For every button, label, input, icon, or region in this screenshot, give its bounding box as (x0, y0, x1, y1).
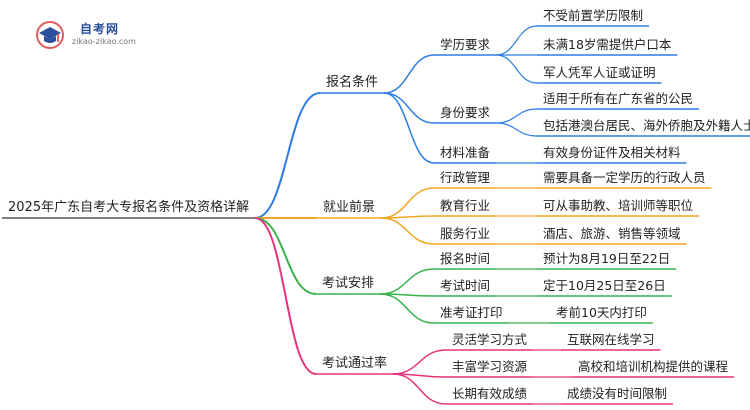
leaf-all-citizens: 适用于所有在广东省的公民 (543, 91, 694, 106)
sub-registration-time-connector (380, 268, 435, 295)
sub-education-industry: 教育行业 (440, 198, 491, 213)
leaf-id-documents: 有效身份证件及相关材料 (543, 145, 681, 160)
branch-pass-rate-connector (254, 217, 317, 375)
sub-materials-connector (383, 92, 435, 164)
branch-schedule-connector (254, 217, 317, 295)
leaf-military: 军人凭军人证或证明 (543, 65, 656, 80)
sub-flexible-learning-connector (393, 349, 447, 375)
leaf-courses: 高校和培训机构提供的课程 (578, 359, 729, 374)
branch-requirements: 报名条件 (326, 75, 379, 90)
root-topic: 2025年广东自考大专报名条件及资格详解 (8, 200, 250, 215)
sub-admin: 行政管理 (440, 170, 491, 185)
sub-identity-requirement: 身份要求 (440, 105, 491, 120)
sub-admin-connector (381, 187, 435, 219)
sub-exam-time: 考试时间 (440, 278, 491, 293)
sub-education-requirement: 学历要求 (440, 37, 491, 52)
leaf-all-citizens-connector (496, 108, 538, 124)
sub-flexible-learning: 灵活学习方式 (452, 332, 528, 347)
mortarboard-logo-icon (36, 21, 64, 49)
logo-url: zikao-zikao.com (72, 37, 136, 46)
site-logo: 自考网 zikao-zikao.com (30, 18, 150, 50)
leaf-print-ticket: 考前10天内打印 (556, 305, 647, 320)
logo-title: 自考网 (80, 22, 120, 36)
leaf-no-prior-education-connector (495, 25, 538, 56)
branch-career: 就业前景 (323, 200, 376, 215)
sub-materials: 材料准备 (440, 145, 491, 160)
sub-long-term-scores-connector (393, 373, 447, 405)
sub-service-connector (381, 217, 435, 245)
leaf-hotel-tourism: 酒店、旅游、销售等领域 (543, 226, 681, 241)
sub-long-term-scores: 长期有效成绩 (452, 386, 528, 401)
sub-admission-ticket: 准考证打印 (440, 305, 503, 320)
leaf-tutor: 可从事助教、培训师等职位 (543, 198, 694, 213)
leaf-no-prior-education: 不受前置学历限制 (543, 8, 644, 23)
leaf-overseas: 包括港澳台居民、海外侨胞及外籍人士 (543, 118, 750, 133)
sub-learning-resources: 丰富学习资源 (452, 359, 528, 374)
branch-requirements-connector (254, 92, 321, 219)
branch-schedule: 考试安排 (322, 276, 375, 291)
leaf-registration-dates: 预计为8月19日至22日 (543, 251, 671, 266)
leaf-online-learning: 互联网在线学习 (567, 332, 655, 347)
sub-education-requirement-connector (383, 54, 435, 94)
leaf-under-18: 未满18岁需提供户口本 (543, 37, 672, 52)
sub-admission-ticket-connector (380, 293, 435, 324)
leaf-exam-dates: 定于10月25日至26日 (543, 278, 666, 293)
sub-registration-time: 报名时间 (440, 251, 491, 266)
sub-identity-requirement-connector (383, 92, 435, 124)
branch-pass-rate: 考试通过率 (322, 356, 388, 371)
leaf-admin-staff: 需要具备一定学历的行政人员 (543, 170, 706, 185)
leaf-no-time-limit: 成绩没有时间限制 (567, 386, 668, 401)
leaf-military-connector (495, 54, 538, 84)
leaf-overseas-connector (496, 122, 538, 137)
sub-service: 服务行业 (440, 226, 491, 241)
